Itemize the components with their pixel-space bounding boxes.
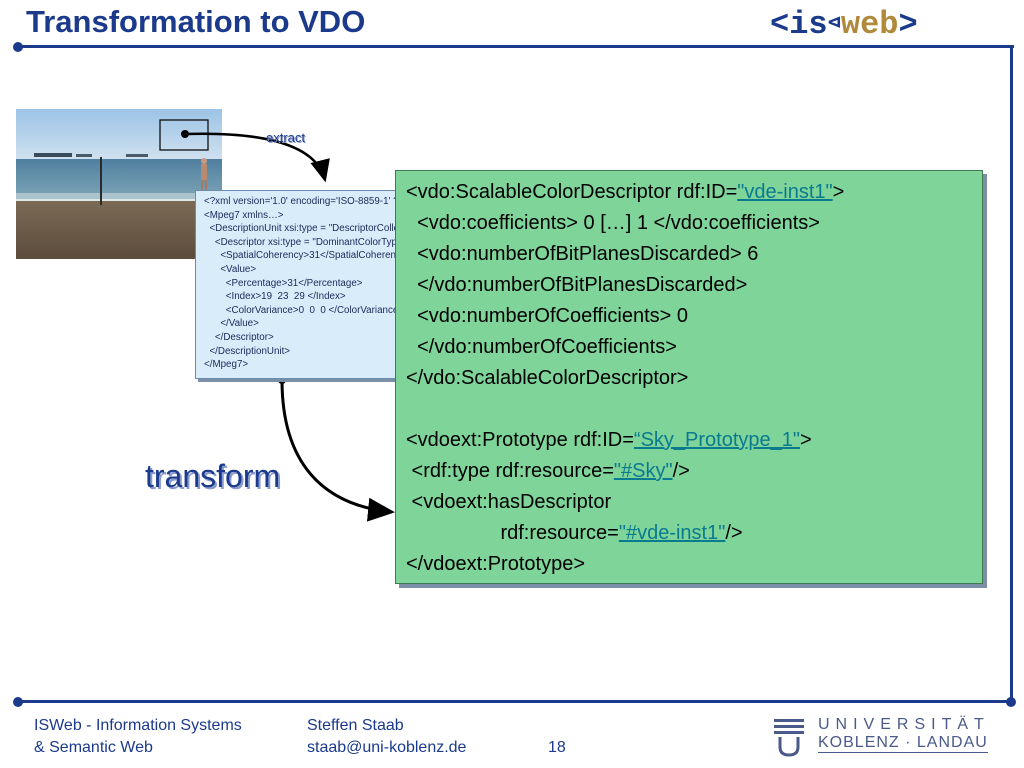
university-location: KOBLENZ · LANDAU [818,734,988,753]
university-emblem-icon [774,719,804,757]
university-name: UNIVERSITÄT [818,716,990,733]
vdo-line-5: <vdo:numberOfCoefficients> 0 [406,305,689,327]
vdo-line-1: <vdo:ScalableColorDescriptor rdf:ID="vde… [406,181,845,203]
footer-rule-dot-right [1006,697,1016,707]
sky-link[interactable]: "#Sky" [613,460,673,482]
vdo-line-12: </vdoext:Prototype> [406,553,586,575]
beach-photo [16,109,222,259]
sky-prototype-link[interactable]: “Sky_Prototype_1" [633,429,800,451]
vdo-line-4: </vdo:numberOfBitPlanesDiscarded> [406,274,748,296]
vdo-output-box: <vdo:ScalableColorDescriptor rdf:ID="vde… [395,170,983,584]
transform-arrow [280,379,395,522]
share-icon: ⊲ [827,11,841,36]
vdo-line-8: <vdoext:Prototype rdf:ID=“Sky_Prototype_… [406,429,812,451]
mpeg7-xml-text: <?xml version='1.0' encoding='ISO-8859-1… [204,196,402,371]
footer-rule [18,700,1013,703]
footer-rule-dot-left [13,697,23,707]
slide-title: Transformation to VDO [26,4,366,39]
vde-inst1-link[interactable]: "vde-inst1" [737,181,833,203]
isweb-logo: <is⊲web> [770,6,918,43]
footer-email[interactable]: staab@uni-koblenz.de [307,739,467,756]
footer-org-line1: ISWeb - Information Systems [34,717,242,734]
vde-inst1-resource-link[interactable]: "#vde-inst1" [618,522,726,544]
transform-label: transform [145,458,281,494]
vdo-line-3: <vdo:numberOfBitPlanesDiscarded> 6 [406,243,759,265]
vdo-line-2: <vdo:coefficients> 0 […] 1 </vdo:coeffic… [406,212,820,234]
vdo-line-6: </vdo:numberOfCoefficients> [406,336,677,358]
extract-label: extract [266,130,306,145]
page-number: 18 [548,739,566,756]
right-rule [1010,45,1013,703]
vdo-line-10: <vdoext:hasDescriptor [406,491,612,513]
vdo-line-9: <rdf:type rdf:resource="#Sky"/> [406,460,690,482]
vdo-line-11: rdf:resource="#vde-inst1"/> [406,522,743,544]
footer-org-line2: & Semantic Web [34,739,153,756]
footer-author: Steffen Staab [307,717,404,734]
mpeg7-xml-box: <?xml version='1.0' encoding='ISO-8859-1… [195,190,402,379]
vdo-line-7: </vdo:ScalableColorDescriptor> [406,367,689,389]
header-rule [18,45,1014,48]
header-rule-dot-left [13,42,23,52]
